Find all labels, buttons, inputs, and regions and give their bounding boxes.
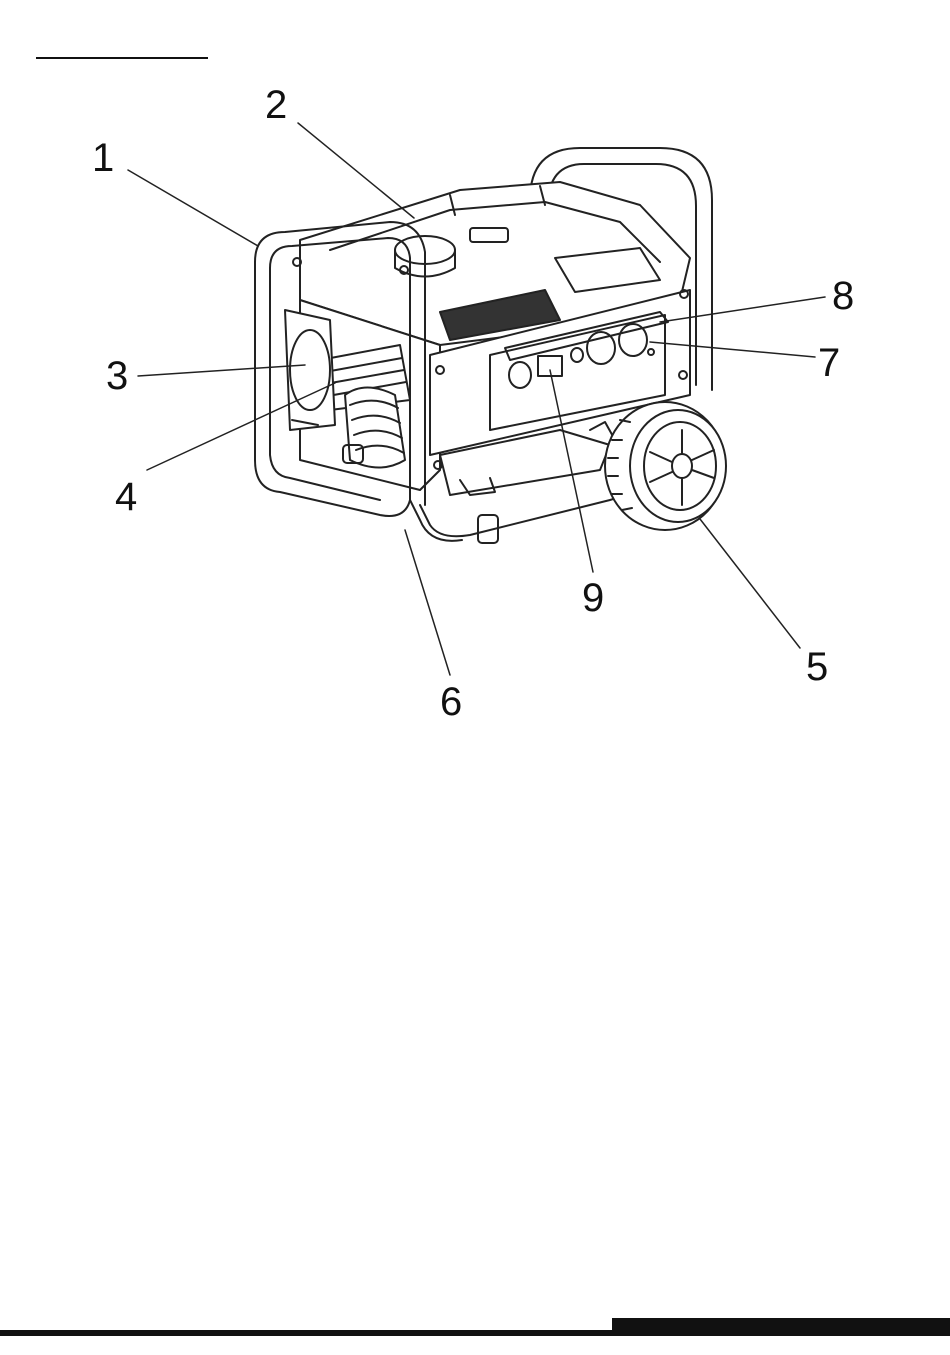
- callout-7: 7: [818, 343, 840, 383]
- callout-4: 4: [115, 477, 137, 517]
- footer-bar: [612, 1318, 950, 1336]
- callout-1: 1: [92, 138, 114, 178]
- wheel: [605, 402, 726, 530]
- callout-5: 5: [806, 647, 828, 687]
- generator-diagram: [0, 0, 950, 740]
- callout-3: 3: [106, 356, 128, 396]
- callout-8: 8: [832, 276, 854, 316]
- callout-9: 9: [582, 578, 604, 618]
- air-filter: [285, 310, 335, 430]
- callout-2: 2: [265, 85, 287, 125]
- callout-6: 6: [440, 682, 462, 722]
